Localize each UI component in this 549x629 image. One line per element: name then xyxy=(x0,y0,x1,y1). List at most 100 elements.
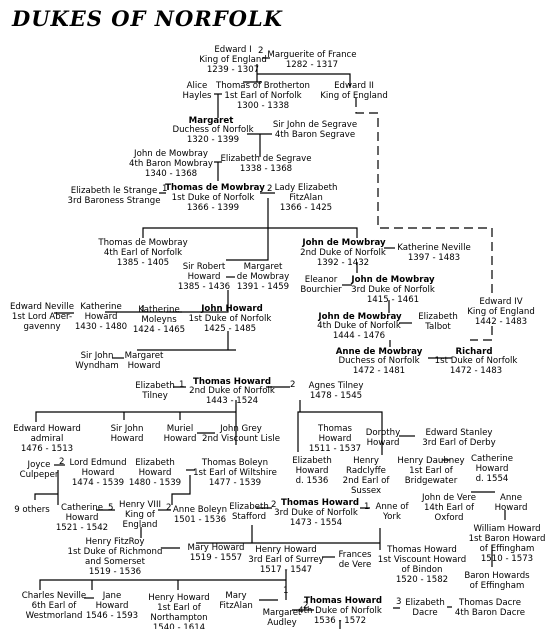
marriage-number-m-howard2-1: 1 xyxy=(179,380,185,390)
person-elizabeth-stafford: Elizabeth Stafford xyxy=(229,502,269,522)
person-henry-howard-northampton: Henry Howard 1st Earl of Northampton 154… xyxy=(148,593,210,629)
desc-mowbray1 xyxy=(142,198,358,238)
person-elizabeth-dacre: Elizabeth Dacre xyxy=(405,598,445,618)
person-john-de-vere: John de Vere 14th Earl of Oxford xyxy=(421,493,477,523)
person-john-howard-1st: John Howard xyxy=(201,304,263,314)
marriage-number-m-howard3-1: 1 xyxy=(364,502,370,512)
person-joyce-culpeper: Joyce Culpeper xyxy=(19,460,59,480)
marriage-number-m-henry8-2: 2 xyxy=(166,503,172,513)
person-thomas-howard-4th: Thomas Howard xyxy=(304,596,382,606)
person-henry-fitzroy: Henry FitzRoy 1st Duke of Richmond and S… xyxy=(67,537,163,577)
person-frances-de-vere: Frances de Vere xyxy=(338,550,372,570)
person-baron-howards-effingham: Baron Howards of Effingham xyxy=(464,571,530,591)
person-henry-daubney: Henry Daubney 1st Earl of Bridgewater xyxy=(397,456,465,486)
desc-edmund xyxy=(34,470,59,505)
person-john-mowbray-2nd: John de Mowbray xyxy=(302,238,386,248)
person-alice-hayles: Alice Hayles xyxy=(182,81,212,101)
desc-sir-robert xyxy=(105,290,229,313)
desc-agnes xyxy=(297,400,383,455)
person-thomas-howard-1511: Thomas Howard 1511 - 1537 xyxy=(308,424,362,454)
person-elizabeth-segrave: Elizabeth de Segrave 1338 - 1368 xyxy=(220,154,312,174)
person-henry8: Henry VIII King of England xyxy=(118,500,162,530)
marriage-number-m-mowbray1-2: 2 xyxy=(267,184,273,194)
person-william-howard: William Howard 1st Baron Howard of Effin… xyxy=(468,524,546,564)
person-thomas-howard-3rd-title: 3rd Duke of Norfolk 1473 - 1554 xyxy=(274,508,358,528)
person-muriel-howard: Muriel Howard xyxy=(163,424,197,444)
person-thomas-mowbray-1st-title: 1st Duke of Norfolk 1366 - 1399 xyxy=(171,193,255,213)
desc-howard-3rd xyxy=(196,525,381,550)
person-marguerite: Marguerite of France 1282 - 1317 xyxy=(267,50,357,70)
person-charles-neville: Charles Neville 6th Earl of Westmorland xyxy=(21,591,87,621)
marriage-number-m-howard2-2: 2 xyxy=(290,380,296,390)
person-jane-howard: Jane Howard 1546 - 1593 xyxy=(85,591,139,621)
person-catherine-howard-2: Catherine Howard 1521 - 1542 xyxy=(55,503,109,533)
person-anne-boleyn: Anne Boleyn 1501 - 1536 xyxy=(172,505,228,525)
person-margaret-howard-1: Margaret Howard xyxy=(124,351,164,371)
person-john-mowbray-3rd: John de Mowbray xyxy=(351,275,435,285)
person-thomas-howard-bindon: Thomas Howard 1st Viscount Howard of Bin… xyxy=(377,545,467,585)
person-john-mowbray-4th-duke: John de Mowbray xyxy=(318,312,402,322)
person-thomas-mowbray-1st: Thomas de Mowbray xyxy=(165,183,265,193)
desc-thomas-2nd xyxy=(35,400,237,445)
person-margaret: Margaret xyxy=(188,116,234,126)
person-elizabeth-howard-2: Elizabeth Howard d. 1536 xyxy=(292,456,332,486)
person-lady-elizabeth-fitzalan: Lady Elizabeth FitzAlan 1366 - 1425 xyxy=(274,183,338,213)
person-margaret-title: Duchess of Norfolk 1320 - 1399 xyxy=(172,125,254,145)
person-thomas-howard-2nd: Thomas Howard xyxy=(193,377,271,387)
person-john-mowbray-4th-baron: John de Mowbray 4th Baron Mowbray 1340 -… xyxy=(129,149,213,179)
person-john-howard-1st-title: 1st Duke of Norfolk 1425 - 1485 xyxy=(188,314,272,334)
marriage-number-m-howard3-2: 2 xyxy=(271,500,277,510)
person-sir-john-howard: Sir John Howard xyxy=(110,424,144,444)
person-elizabeth-talbot: Elizabeth Talbot xyxy=(418,312,458,332)
person-edward1: Edward I King of England 1239 - 1307 xyxy=(199,45,267,75)
person-edward4: Edward IV King of England 1442 - 1483 xyxy=(467,297,535,327)
person-catherine-howard-1: Catherine Howard d. 1554 xyxy=(470,454,514,484)
person-eleanor-bourchier: Eleanor Bourchier xyxy=(300,275,342,295)
person-anne-of-york: Anne of York xyxy=(375,502,409,522)
marriage-number-m-edward1-2: 2 xyxy=(258,46,264,56)
person-anne-mowbray: Anne de Mowbray xyxy=(335,347,423,357)
person-margaret-audley: Margaret Audley xyxy=(262,608,302,628)
desc-elizabeth xyxy=(171,475,191,505)
dashed-line-edward4 xyxy=(470,326,493,341)
person-mary-fitzalan: Mary FitzAlan xyxy=(219,591,253,611)
person-katherine-moleyns: Katherine Moleyns 1424 - 1465 xyxy=(132,305,186,335)
marriage-number-m-howard4-3: 3 xyxy=(396,597,402,607)
person-anne-howard-1: Anne Howard xyxy=(494,493,528,513)
chart-title: DUKES OF NORFOLK xyxy=(12,6,283,31)
marriage-number-m-mowbray1-1: 1 xyxy=(162,184,168,194)
person-thomas-mowbray-4th-earl: Thomas de Mowbray 4th Earl of Norfolk 13… xyxy=(98,238,188,268)
person-john-mowbray-4th-duke-title: 4th Duke of Norfolk 1444 - 1476 xyxy=(317,321,401,341)
marriage-number-m-howard4-1: 1 xyxy=(283,586,289,596)
desc-surrey xyxy=(39,570,287,600)
person-edward-howard: Edward Howard admiral 1476 - 1513 xyxy=(13,424,81,454)
person-margaret-mowbray: Margaret de Mowbray 1391 - 1459 xyxy=(236,262,290,292)
person-mary-howard-1: Mary Howard 1519 - 1557 xyxy=(187,543,245,563)
person-anne-mowbray-title: Duchess of Norfolk 1472 - 1481 xyxy=(338,356,420,376)
person-thomas-boleyn: Thomas Boleyn 1st Earl of Wiltshire 1477… xyxy=(193,458,277,488)
person-richard-title: 1st Duke of Norfolk 1472 - 1483 xyxy=(434,356,518,376)
person-thomas-howard-3rd: Thomas Howard xyxy=(281,498,359,508)
person-thomas-howard-2nd-title: 2nd Duke of Norfolk 1443 - 1524 xyxy=(189,386,275,406)
person-katherine-neville: Katherine Neville 1397 - 1483 xyxy=(397,243,471,263)
person-henry-radclyffe: Henry Radclyffe 2nd Earl of Sussex xyxy=(342,456,390,496)
person-sir-john-wyndham: Sir John Wyndham xyxy=(75,351,119,371)
marriage-number-m-henry8-5: 5 xyxy=(108,503,114,513)
person-elizabeth-howard-1: Elizabeth Howard 1480 - 1539 xyxy=(128,458,182,488)
person-lord-edmund-howard: Lord Edmund Howard 1474 - 1539 xyxy=(69,458,127,488)
desc-edward1 xyxy=(243,64,351,86)
person-edward2: Edward II King of England xyxy=(320,81,388,101)
person-elizabeth-tilney: Elizabeth Tilney xyxy=(135,381,175,401)
person-katherine-howard-1: Katherine Howard 1430 - 1480 xyxy=(74,302,128,332)
person-edward-stanley: Edward Stanley 3rd Earl of Derby xyxy=(422,428,496,448)
person-dorothy-howard: Dorothy Howard xyxy=(365,428,401,448)
person-richard: Richard xyxy=(455,347,493,357)
marriage-number-m-howard4-2: 2 xyxy=(303,601,309,611)
person-sir-robert-howard: Sir Robert Howard 1385 - 1436 xyxy=(177,262,231,292)
person-henry-howard-surrey: Henry Howard 3rd Earl of Surrey 1517 - 1… xyxy=(248,545,324,575)
person-john-mowbray-3rd-title: 3rd Duke of Norfolk 1415 - 1461 xyxy=(351,285,435,305)
person-nine-others: 9 others xyxy=(14,505,50,515)
person-thomas-howard-4th-title: 4th Duke of Norfolk 1536 - 1572 xyxy=(298,606,382,626)
